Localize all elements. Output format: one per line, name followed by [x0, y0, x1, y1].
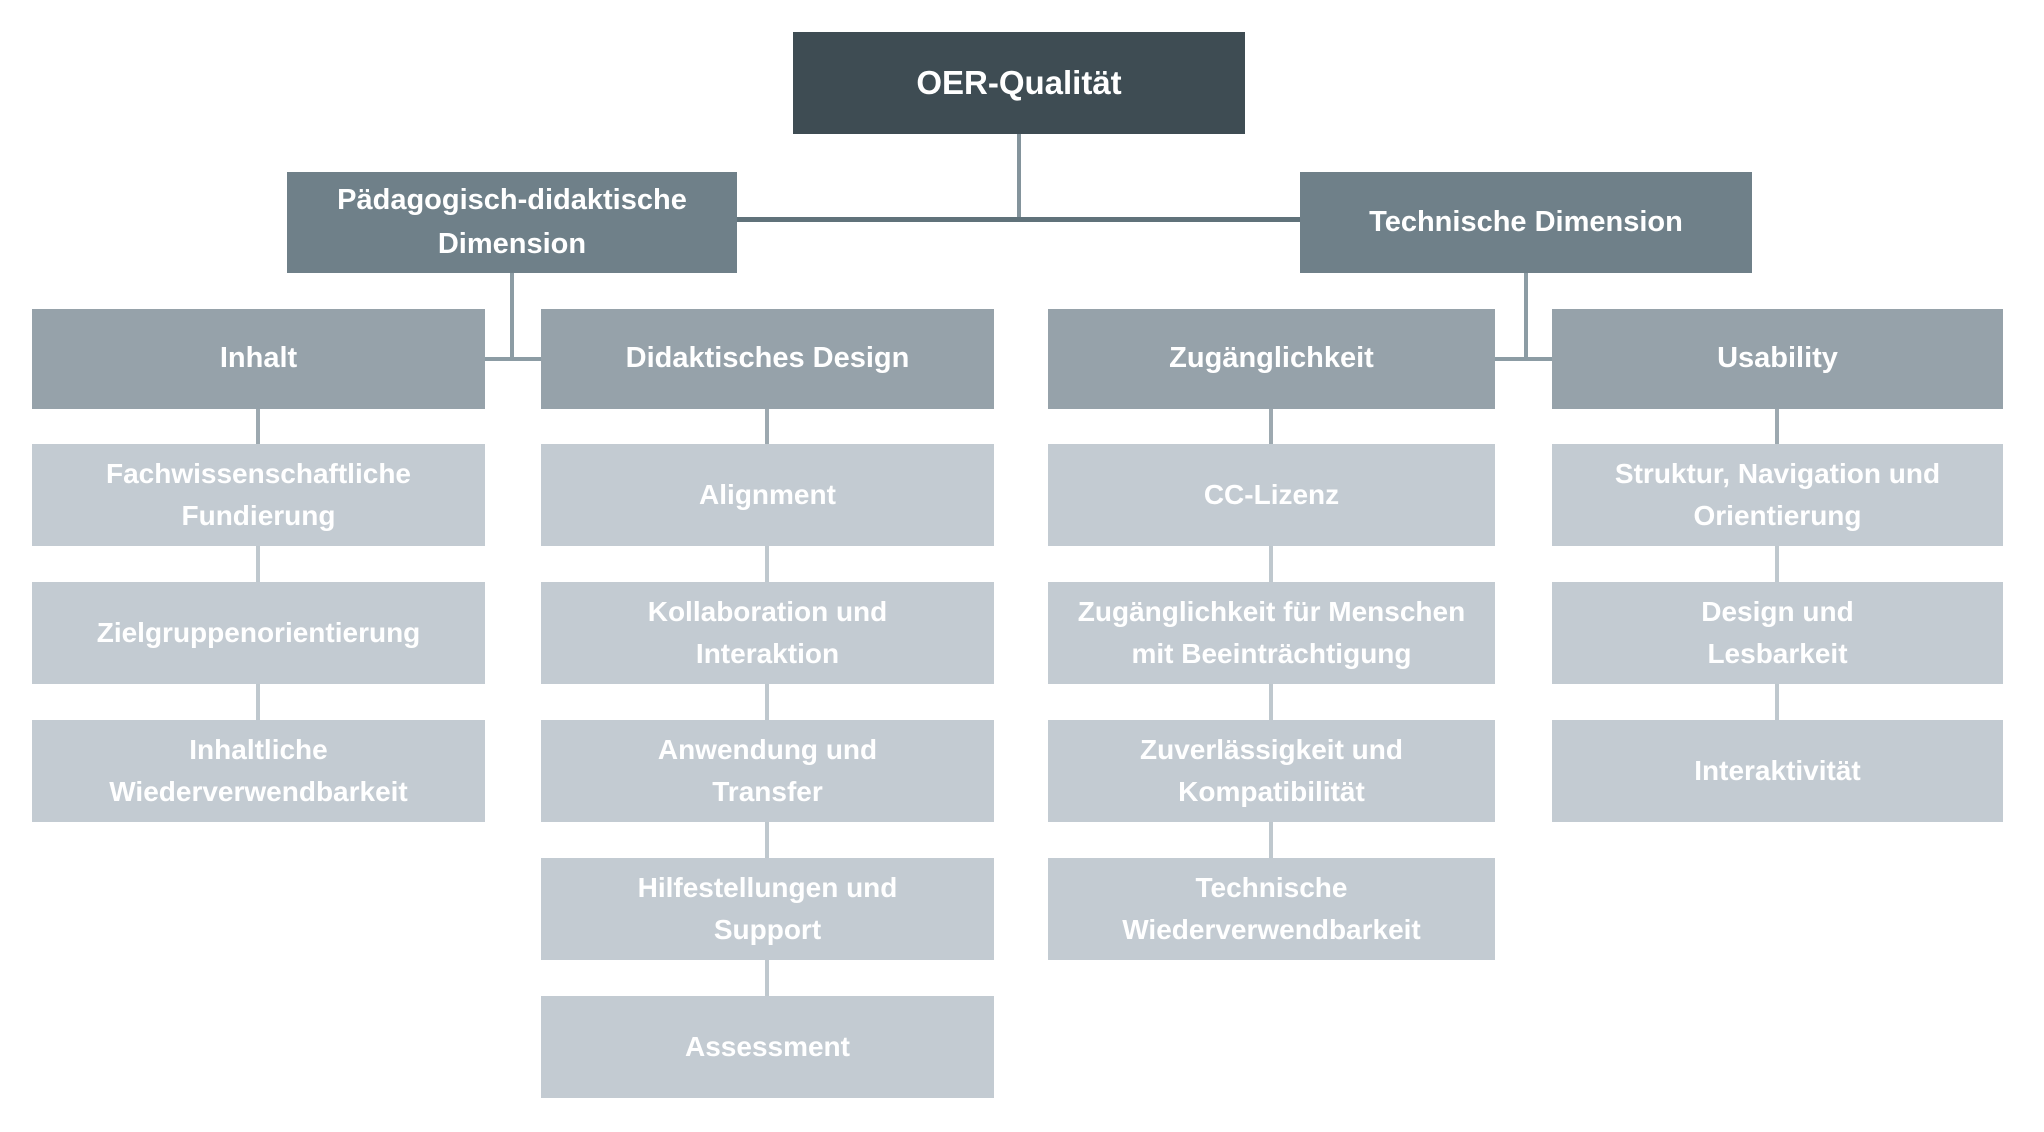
category-box-zugaenglichkeit: Zugänglichkeit [1048, 309, 1495, 409]
connector-col2-stub-1 [765, 409, 769, 444]
connector-col4-stub-1 [1775, 409, 1779, 444]
criterion-box-cc-lizenz: CC-Lizenz [1048, 444, 1495, 546]
connector-col2-stub-5 [765, 960, 769, 996]
root-box-oer-qualitaet: OER-Qualität [793, 32, 1245, 134]
dimension-box-paedagogisch-didaktisch: Pädagogisch-didaktische Dimension [287, 172, 737, 273]
connector-col1-stub-1 [256, 409, 260, 444]
connector-dim2-vertical [1524, 273, 1528, 361]
connector-root-vertical [1017, 134, 1021, 222]
connector-col4-stub-2 [1775, 546, 1779, 582]
criterion-box-zugaenglichkeit-menschen-beeintraechtigung: Zugänglichkeit für Menschen mit Beeinträ… [1048, 582, 1495, 684]
category-box-usability: Usability [1552, 309, 2003, 409]
category-box-didaktisches-design: Didaktisches Design [541, 309, 994, 409]
dimension-box-technisch: Technische Dimension [1300, 172, 1752, 273]
connector-col4-stub-3 [1775, 684, 1779, 720]
connector-col3-stub-3 [1269, 684, 1273, 720]
criterion-box-technische-wiederverwendbarkeit: Technische Wiederverwendbarkeit [1048, 858, 1495, 960]
category-box-inhalt: Inhalt [32, 309, 485, 409]
criterion-box-zuverlaessigkeit-kompatibilitaet: Zuverlässigkeit und Kompatibilität [1048, 720, 1495, 822]
criterion-box-design-lesbarkeit: Design und Lesbarkeit [1552, 582, 2003, 684]
criterion-box-fachwissenschaftliche-fundierung: Fachwissenschaftliche Fundierung [32, 444, 485, 546]
connector-col2-stub-4 [765, 822, 769, 858]
criterion-box-zielgruppenorientierung: Zielgruppenorientierung [32, 582, 485, 684]
connector-col2-stub-3 [765, 684, 769, 720]
criterion-box-assessment: Assessment [541, 996, 994, 1098]
connector-col1-stub-3 [256, 684, 260, 720]
connector-col3-stub-2 [1269, 546, 1273, 582]
criterion-box-interaktivitaet: Interaktivität [1552, 720, 2003, 822]
connector-col1-stub-2 [256, 546, 260, 582]
criterion-box-anwendung-transfer: Anwendung und Transfer [541, 720, 994, 822]
criterion-box-hilfestellungen-support: Hilfestellungen und Support [541, 858, 994, 960]
criterion-box-alignment: Alignment [541, 444, 994, 546]
connector-col3-stub-1 [1269, 409, 1273, 444]
criterion-box-kollaboration-interaktion: Kollaboration und Interaktion [541, 582, 994, 684]
connector-col2-stub-2 [765, 546, 769, 582]
connector-dim2-bridge [1495, 357, 1552, 361]
criterion-box-struktur-navigation-orientierung: Struktur, Navigation und Orientierung [1552, 444, 2003, 546]
connector-dim1-bridge [485, 357, 541, 361]
connector-col3-stub-4 [1269, 822, 1273, 858]
connector-dim1-vertical [510, 273, 514, 361]
connector-dimensions-horizontal [737, 217, 1300, 222]
criterion-box-inhaltliche-wiederverwendbarkeit: Inhaltliche Wiederverwendbarkeit [32, 720, 485, 822]
